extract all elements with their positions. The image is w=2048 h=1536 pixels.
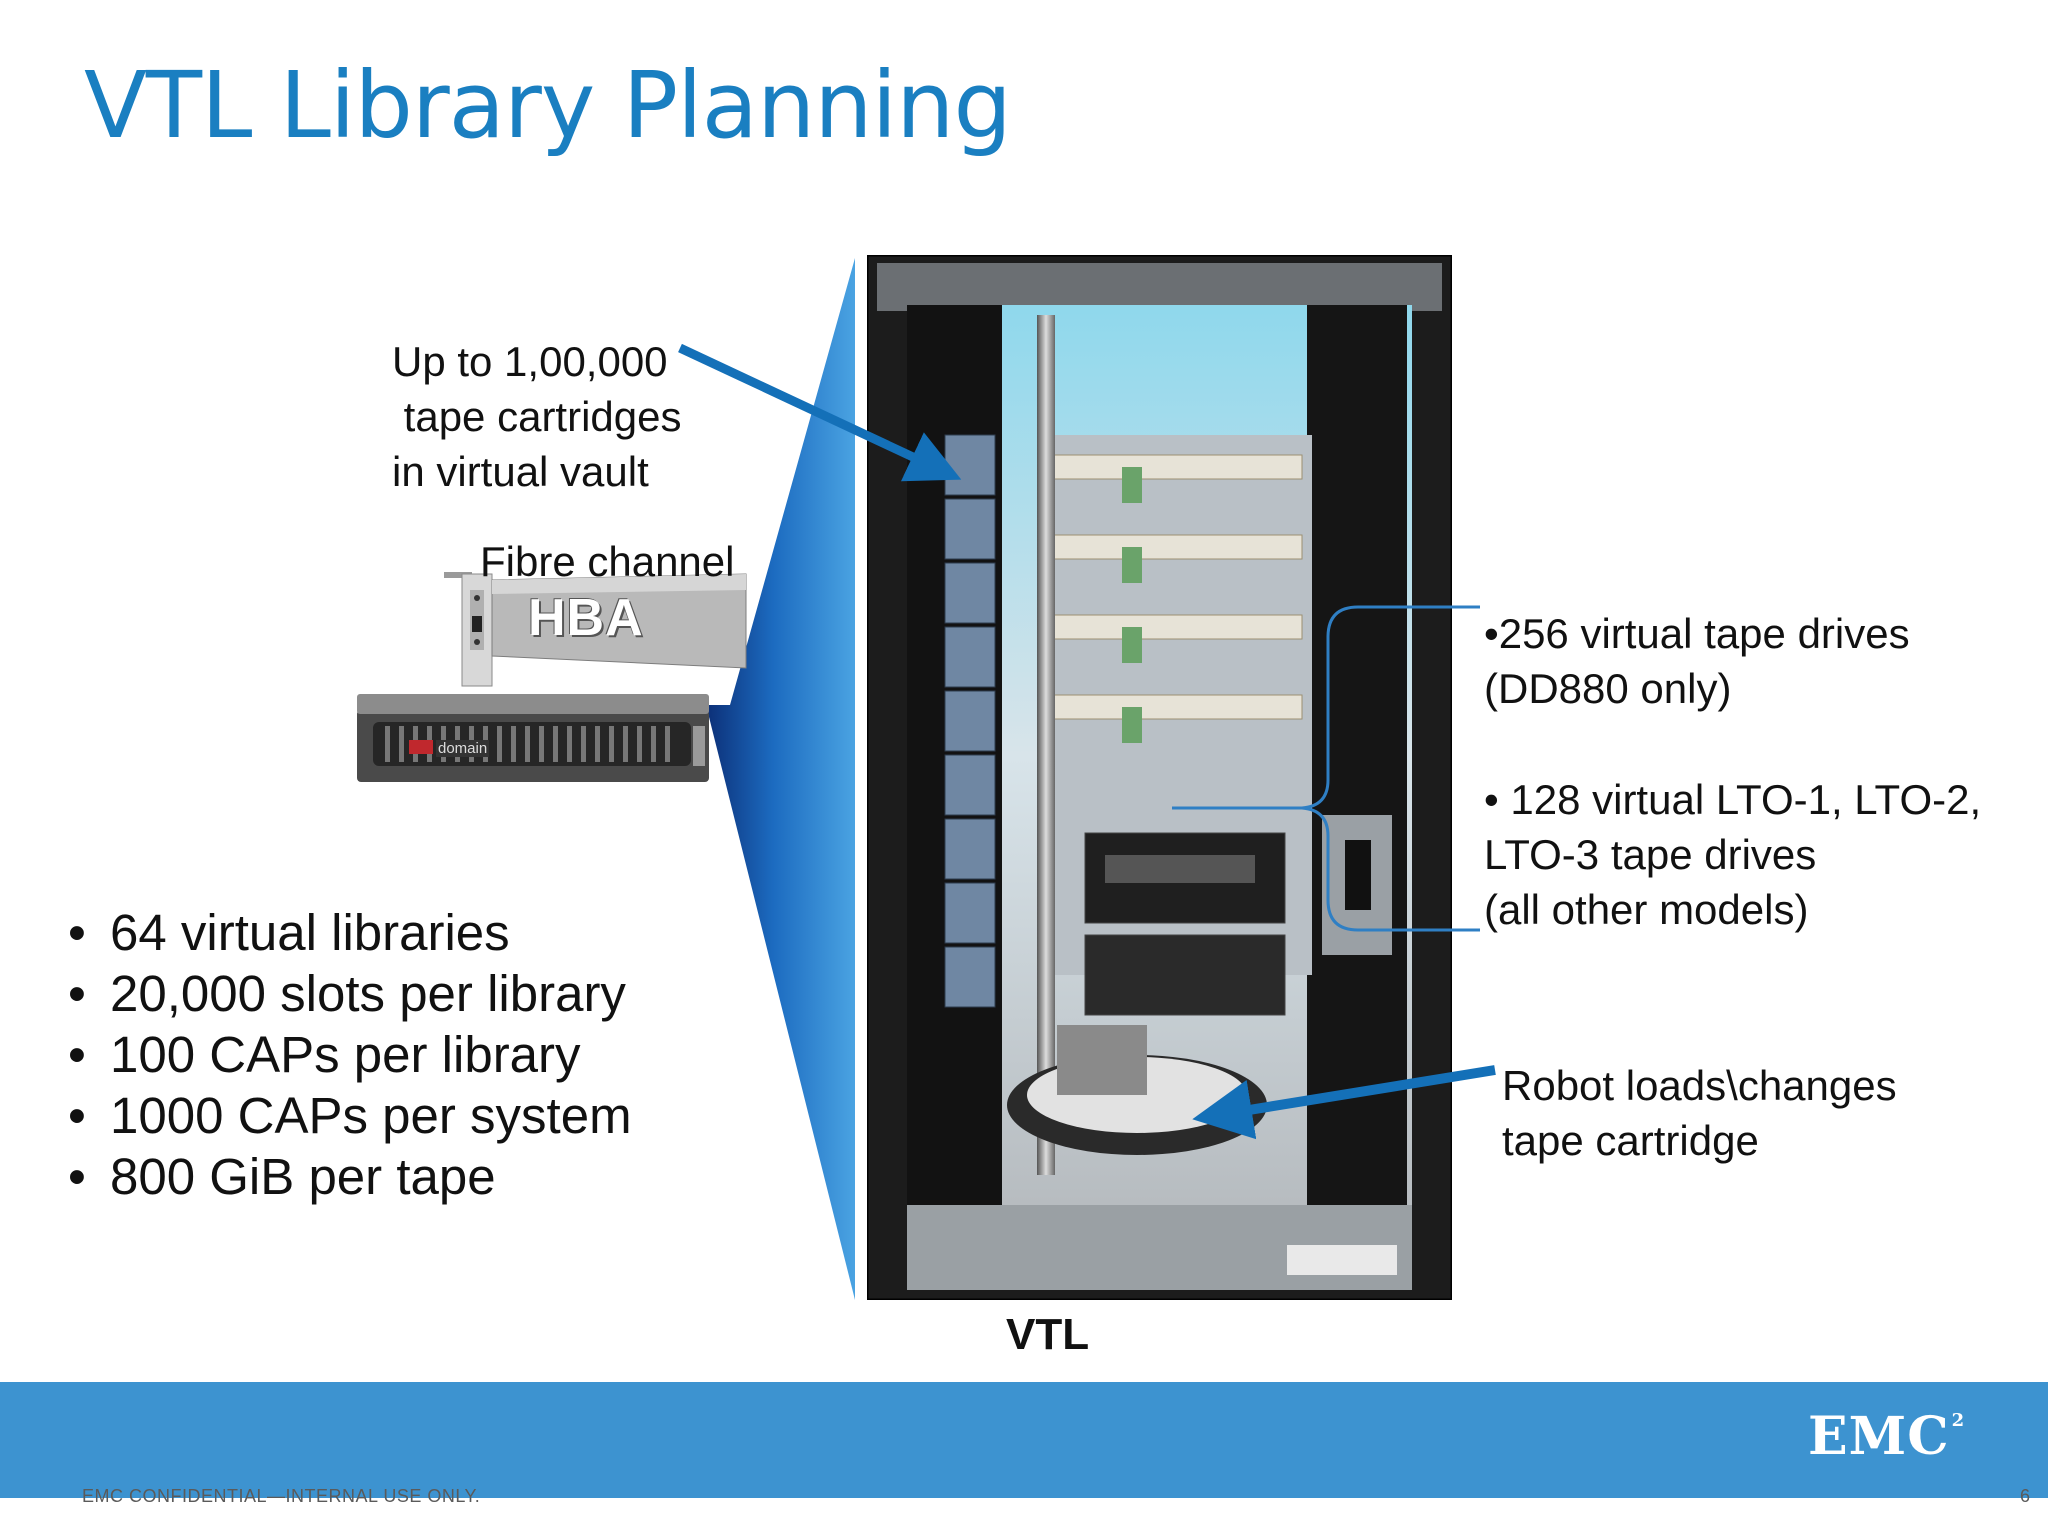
callout-virtual-vault: Up to 1,00,000 tape cartridges in virtua…: [392, 338, 682, 495]
page-number: 6: [2020, 1486, 2031, 1506]
callout-fibre-channel: Fibre channel: [480, 538, 735, 585]
data-domain-server-illustration: [357, 694, 709, 782]
list-item: 800 GiB per tape: [68, 1146, 632, 1207]
emc-logo-superscript: 2: [1951, 1410, 1966, 1431]
arrow-to-cartridges: [678, 343, 962, 482]
server-brand-label: domain: [436, 740, 490, 757]
vtl-library-photo: [867, 255, 1452, 1300]
hba-card-illustration: [444, 572, 747, 687]
slide-title: VTL Library Planning: [84, 52, 1012, 159]
confidential-notice: EMC CONFIDENTIAL—INTERNAL USE ONLY.: [82, 1486, 481, 1506]
emc-logo-text: EMC: [1808, 1406, 1950, 1467]
drives-bracket: [1172, 605, 1480, 932]
list-item: 64 virtual libraries: [68, 902, 632, 963]
callout-virtual-tape-drives-dd880: •256 virtual tape drives (DD880 only): [1484, 610, 1910, 712]
list-item: 100 CAPs per library: [68, 1024, 632, 1085]
library-limits-list: 64 virtual libraries 20,000 slots per li…: [68, 902, 632, 1207]
photo-caption: VTL: [1006, 1310, 1090, 1359]
callout-virtual-lto-drives: • 128 virtual LTO-1, LTO-2, LTO-3 tape d…: [1484, 776, 1982, 933]
hba-label: HBA: [528, 589, 644, 647]
arrow-to-robot: [1192, 1065, 1496, 1140]
list-item: 1000 CAPs per system: [68, 1085, 632, 1146]
callout-robot: Robot loads\changes tape cartridge: [1502, 1062, 1897, 1164]
list-item: 20,000 slots per library: [68, 963, 632, 1024]
footer-bar: [0, 1382, 2048, 1498]
